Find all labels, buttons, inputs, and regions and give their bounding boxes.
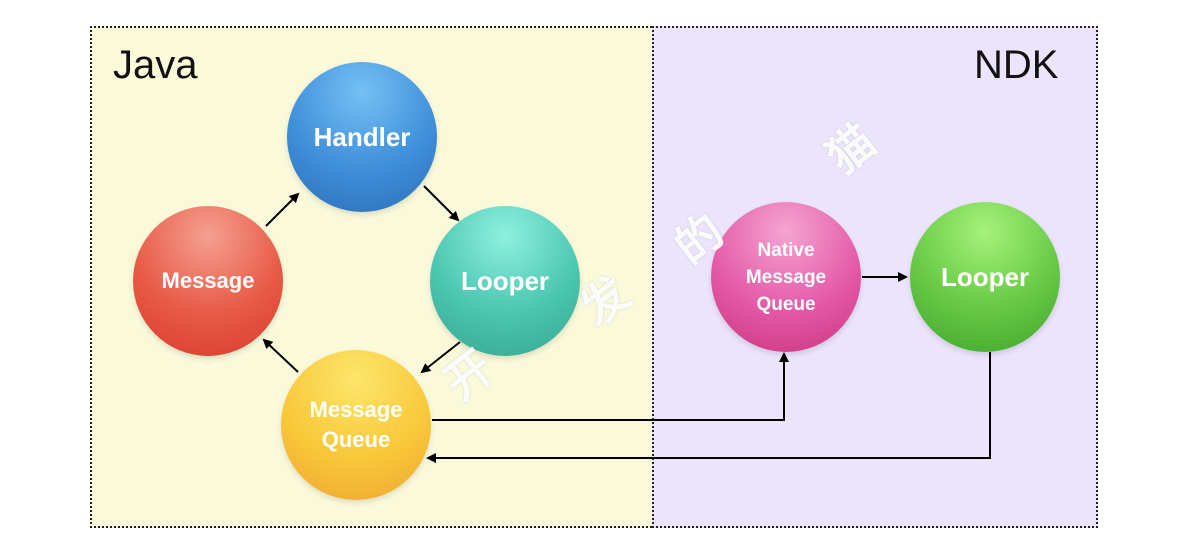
message-queue-label: Message Queue <box>309 397 403 452</box>
ndk-looper-label: Looper <box>940 261 1030 292</box>
ndk-panel-title: NDK <box>974 43 1059 87</box>
message-queue-node: Message Queue <box>281 350 431 500</box>
ndk-looper-node: Looper <box>910 202 1060 352</box>
native-message-queue-node: Native Message Queue <box>711 202 861 352</box>
handler-node: Handler <box>287 62 437 212</box>
edge-message-queue-to-native-queue <box>432 352 789 421</box>
edge-looper-ndk-to-message-queue <box>426 352 991 463</box>
message-node: Message <box>133 206 283 356</box>
native-message-queue-label: Native Message Queue <box>745 239 827 315</box>
message-label: Message <box>161 268 255 293</box>
java-looper-node: Looper <box>430 206 580 356</box>
edge-handler-to-looper <box>423 185 460 222</box>
edge-message-queue-to-message <box>262 338 299 373</box>
java-panel-title: Java <box>113 43 198 87</box>
edge-looper-to-message-queue <box>420 341 461 374</box>
handler-label: Handler <box>313 121 411 152</box>
java-looper-label: Looper <box>460 265 550 296</box>
edge-message-to-handler <box>265 192 300 227</box>
